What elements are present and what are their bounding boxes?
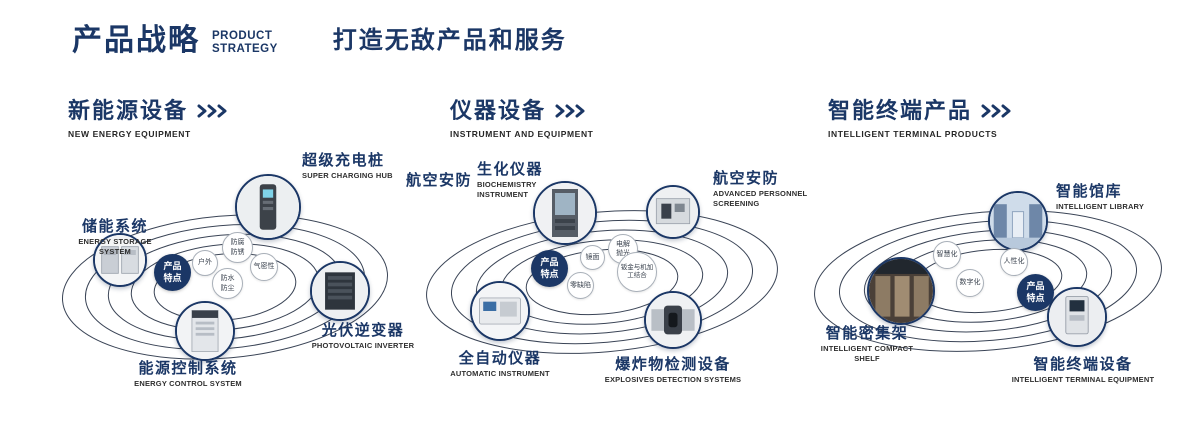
triple-chevron-icon [555, 104, 585, 118]
feature-bubble-waterproof: 防水防尘 [212, 268, 243, 299]
product-label-personnel-screening: 航空安防 ADVANCED PERSONNEL SCREENING [713, 170, 823, 209]
section-title-intelligent-terminal: 智能终端产品 [828, 100, 1015, 122]
section-title-instrument: 仪器设备 [450, 100, 589, 122]
product-name: 智能馆库 [1056, 183, 1123, 200]
feature-bubble-sheetmetal-machining: 钣金与机加工结合 [617, 252, 657, 292]
product-photo-automatic-instrument [470, 281, 530, 341]
feature-bubble-anticorrosion: 防腐防锈 [222, 232, 253, 263]
product-label-super-charger: 超级充电桩 SUPER CHARGING HUB [302, 152, 432, 181]
feature-bubble-outdoor: 户外 [192, 250, 218, 276]
product-name-en: ADVANCED PERSONNEL SCREENING [713, 189, 808, 209]
feature-bubble-mirror: 镜面 [580, 245, 605, 270]
triple-chevron-icon [197, 104, 227, 118]
product-label-energy-storage: 储能系统 ENERGY STORAGE SYSTEM [65, 218, 165, 257]
product-photo-energy-storage [93, 233, 147, 287]
product-photo-biochemistry [533, 181, 597, 245]
triple-chevron-icon [981, 104, 1011, 118]
product-label-compact-shelf: 智能密集架 INTELLIGENT COMPACT SHELF [812, 325, 922, 364]
section-title-new-energy: 新能源设备 [68, 100, 231, 122]
section-subtitle: INSTRUMENT AND EQUIPMENT [450, 129, 594, 139]
product-name: 光伏逆变器 [321, 322, 405, 339]
product-label-automatic-instrument: 全自动仪器 AUTOMATIC INSTRUMENT [440, 350, 560, 379]
feature-bubble-zero-defect: 零缺陷 [567, 272, 594, 299]
product-label-intelligent-library: 智能馆库 INTELLIGENT LIBRARY [1056, 183, 1176, 212]
product-name-en: INTELLIGENT COMPACT SHELF [820, 344, 914, 364]
section-subtitle: NEW ENERGY EQUIPMENT [68, 129, 191, 139]
product-label-energy-control: 能源控制系统 ENERGY CONTROL SYSTEM [128, 360, 248, 389]
product-name: 智能终端设备 [1033, 356, 1133, 373]
section-subtitle: INTELLIGENT TERMINAL PRODUCTS [828, 129, 998, 139]
product-label-pv-inverter: 光伏逆变器 PHOTOVOLTAIC INVERTER [308, 322, 418, 351]
header-subtitle-line1: PRODUCT [212, 30, 273, 42]
product-name: 爆炸物检测设备 [615, 356, 731, 373]
product-label-explosives-detector: 爆炸物检测设备 EXPLOSIVES DETECTION SYSTEMS [598, 356, 748, 385]
product-label-terminal-equipment: 智能终端设备 INTELLIGENT TERMINAL EQUIPMENT [1008, 356, 1158, 385]
section-title-text: 新能源设备 [68, 98, 189, 123]
product-features-badge: 产品特点 [531, 250, 568, 287]
product-name: 超级充电桩 [302, 152, 385, 169]
product-name: 生化仪器 [477, 161, 544, 178]
product-name-en: INTELLIGENT LIBRARY [1056, 202, 1145, 211]
product-name-en: PHOTOVOLTAIC INVERTER [311, 341, 415, 350]
section-instrument: 仪器设备 INSTRUMENT AND EQUIPMENT 航空安防 生化仪器 [400, 95, 807, 417]
product-name: 储能系统 [81, 218, 148, 235]
product-name-en: BIOCHEMISTRY INSTRUMENT [477, 180, 537, 200]
product-name: 智能密集架 [825, 325, 909, 342]
feature-bubble-airtight: 气密性 [250, 253, 278, 281]
product-photo-energy-control [175, 301, 235, 361]
product-name-en: SUPER CHARGING HUB [302, 171, 393, 180]
header: 产品战略 PRODUCT STRATEGY 打造无敌产品和服务 [72, 26, 567, 56]
label-aviation-security-left: 航空安防 [406, 172, 473, 189]
page-title: 产品战略 [72, 24, 200, 57]
product-name-en: AUTOMATIC INSTRUMENT [450, 369, 550, 378]
product-features-badge: 产品特点 [154, 254, 191, 291]
product-features-badge: 产品特点 [1017, 274, 1054, 311]
header-subtitle: PRODUCT STRATEGY [212, 30, 278, 56]
product-name-en: EXPLOSIVES DETECTION SYSTEMS [604, 375, 742, 384]
product-name: 能源控制系统 [138, 360, 238, 377]
product-name-en: INTELLIGENT TERMINAL EQUIPMENT [1011, 375, 1155, 384]
feature-bubble-digital: 数字化 [956, 269, 984, 297]
section-title-text: 仪器设备 [450, 98, 547, 123]
orbit-rings [426, 210, 778, 354]
product-name: 全自动仪器 [458, 350, 542, 367]
product-photo-intelligent-library [988, 191, 1048, 251]
product-photo-compact-shelf [867, 257, 935, 325]
header-subtitle-line2: STRATEGY [212, 42, 278, 55]
product-photo-terminal-equipment [1047, 287, 1107, 347]
header-tagline: 打造无敌产品和服务 [332, 27, 567, 54]
section-title-text: 智能终端产品 [828, 98, 973, 123]
product-photo-explosives-detector [644, 291, 702, 349]
product-name: 航空安防 [713, 170, 780, 187]
feature-bubble-humanized: 人性化 [1000, 248, 1028, 276]
feature-bubble-intelligent: 智慧化 [933, 241, 961, 269]
section-intelligent-terminal: 智能终端产品 INTELLIGENT TERMINAL PRODUCTS 智能馆… [800, 95, 1200, 417]
product-name-en: ENERGY STORAGE SYSTEM [78, 237, 152, 257]
product-photo-personnel-screening [646, 185, 700, 239]
product-photo-super-charger [235, 174, 301, 240]
section-new-energy: 新能源设备 NEW ENERGY EQUIPMENT 储能系统 ENERGY S [40, 95, 420, 417]
product-label-biochemistry: 生化仪器 BIOCHEMISTRY INSTRUMENT [477, 161, 587, 200]
product-name-en: ENERGY CONTROL SYSTEM [134, 379, 242, 388]
product-photo-pv-inverter [310, 261, 370, 321]
